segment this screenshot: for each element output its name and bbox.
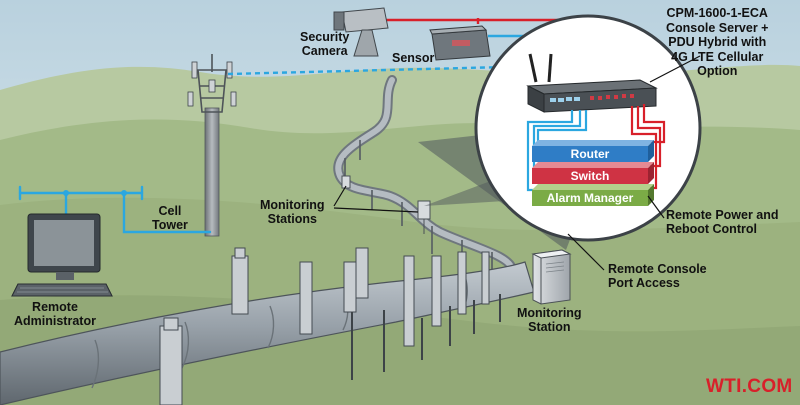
label-cell-tower: Cell Tower (152, 204, 188, 232)
monitoring-station-cabinet (531, 249, 572, 305)
block-alarm-label: Alarm Manager (546, 191, 634, 205)
label-monitoring-station: Monitoring Station (517, 306, 582, 334)
block-switch-shape (532, 162, 654, 184)
label-remote-administrator: Remote Administrator (14, 300, 96, 328)
support-legs (351, 294, 501, 380)
sensor-device (429, 25, 491, 61)
security-camera (333, 7, 389, 57)
remote-admin-computer (11, 213, 113, 297)
cellular-link (227, 64, 545, 76)
label-security-camera: Security Camera (300, 30, 350, 58)
block-switch-label: Switch (570, 169, 610, 183)
cpm-device (526, 53, 658, 113)
brand-logo-text: WTI.COM (706, 376, 793, 397)
label-remote-power: Remote Power and Reboot Control (666, 208, 779, 236)
block-router-shape (532, 140, 654, 162)
leader-lines (333, 55, 701, 271)
cell-tower (187, 54, 237, 237)
block-alarm-shape (532, 184, 654, 206)
pipeline-supports-main (159, 247, 490, 405)
label-monitoring-stations: Monitoring Stations (260, 198, 325, 226)
label-remote-console: Remote Console Port Access (608, 262, 707, 290)
label-device: CPM-1600-1-ECA Console Server + PDU Hybr… (666, 6, 769, 78)
label-sensor: Sensor (392, 51, 435, 65)
pipeline-distant (335, 77, 515, 273)
block-router-label: Router (570, 147, 610, 161)
network-nodes (63, 190, 127, 196)
